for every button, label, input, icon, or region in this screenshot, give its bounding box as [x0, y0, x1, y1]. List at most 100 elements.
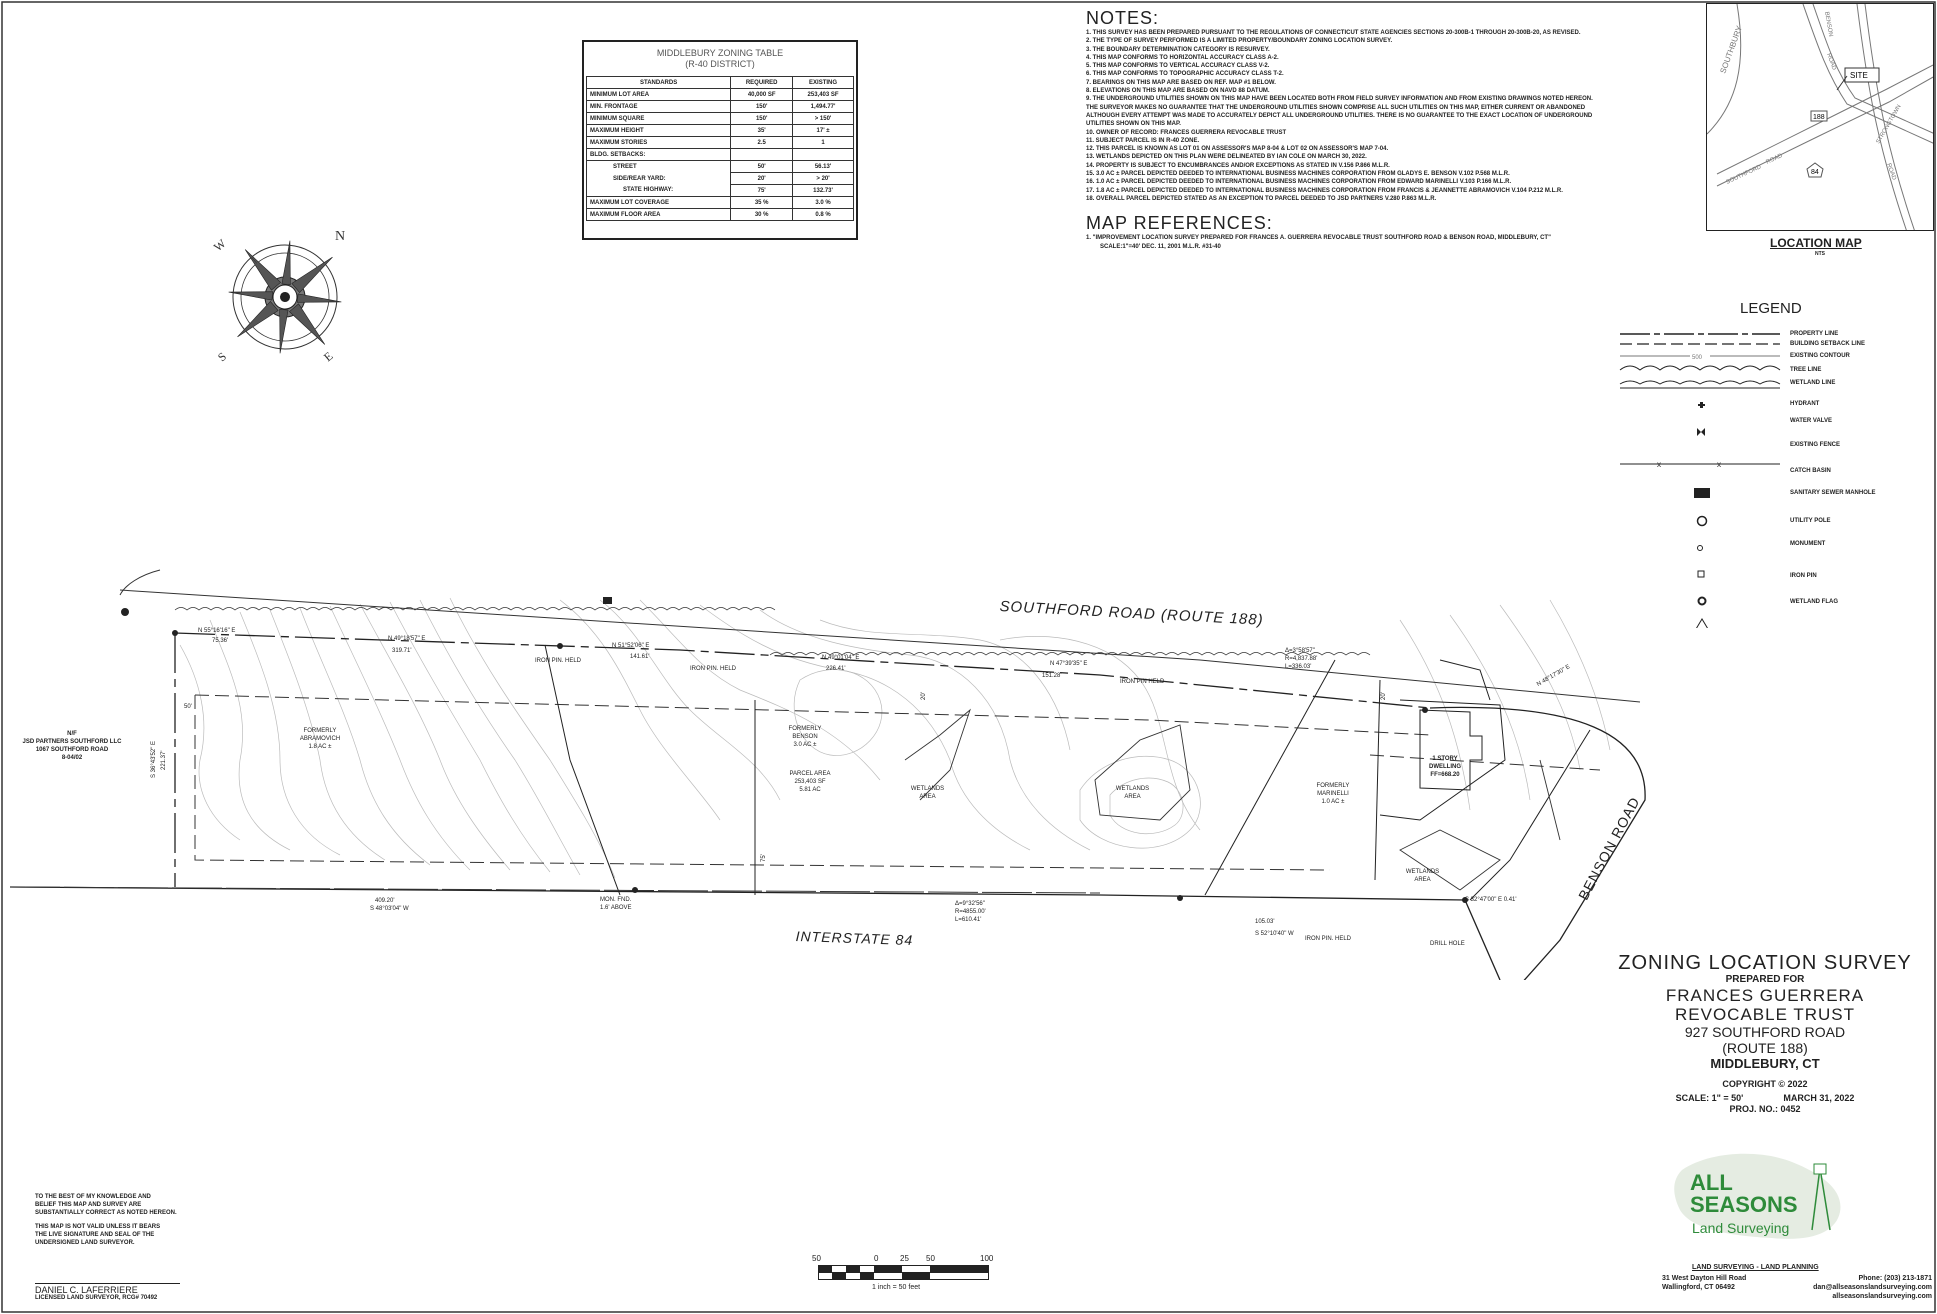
location-map-label: SITE — [1850, 71, 1868, 80]
abutter-line: 1067 SOUTHFORD ROAD — [35, 747, 109, 753]
curve-line: Δ=3°58'57" — [1285, 648, 1315, 654]
scale-text: SCALE: 1" = 50' — [1675, 1093, 1744, 1103]
notes-block: NOTES: 1. THIS SURVEY HAS BEEN PREPARED … — [1086, 8, 1686, 251]
note-item: 16. 1.0 AC ± PARCEL DEPICTED DEEDED TO I… — [1086, 179, 1512, 186]
curve-line: R=4855.00' — [955, 909, 986, 915]
parcel-divisions — [544, 644, 1591, 901]
zoning-cell: 0.8 % — [792, 208, 854, 221]
legend-item: EXISTING FENCE — [1790, 442, 1841, 448]
survey-plan — [9, 569, 1646, 980]
zoning-table: MIDDLEBURY ZONING TABLE (R-40 DISTRICT) … — [582, 40, 858, 240]
parcel-line: FORMERLY — [303, 728, 337, 734]
contact-web[interactable]: allseasonslandsurveying.com — [1832, 1293, 1932, 1300]
note-item: 9. THE UNDERGROUND UTILITIES SHOWN ON TH… — [1086, 96, 1593, 103]
notes-list: 1. THIS SURVEY HAS BEEN PREPARED PURSUAN… — [1086, 29, 1686, 203]
compass-e: E — [321, 349, 336, 364]
dwelling-line: FF=668.20 — [1430, 772, 1460, 778]
parcel-line: BENSON — [792, 734, 818, 740]
bearing-label: S 52°10'40" W — [1255, 931, 1294, 937]
legend-item: WETLAND LINE — [1790, 380, 1836, 386]
parcel-line: 1.8 AC ± — [308, 744, 332, 750]
note-item: 18. OVERALL PARCEL DEPICTED STATED AS AN… — [1086, 195, 1437, 202]
scale-tick: 50 — [812, 1254, 821, 1263]
note-item: ALTHOUGH EVERY ATTEMPT WAS MADE TO ACCUR… — [1086, 112, 1593, 119]
logo-word-seasons: SEASONS — [1690, 1192, 1798, 1217]
iron-pin-label: IRON PIN. HELD — [535, 658, 582, 664]
bearing-label: S 36°43'52" E — [151, 740, 157, 778]
location-map-graphic: SITE 188 84 SOUTHBURY BENSON ROAD SOUTHF… — [1707, 4, 1933, 230]
legend-item: CATCH BASIN — [1790, 468, 1831, 474]
note-item: 1. THIS SURVEY HAS BEEN PREPARED PURSUAN… — [1086, 30, 1581, 36]
table-row: BLDG. SETBACKS: — [585, 148, 854, 161]
contact-phone: Phone: (203) 213-1871 — [1858, 1275, 1932, 1282]
setback-label: 20' — [1381, 692, 1387, 700]
table-row: SIDE/REAR YARD:20'> 20' — [585, 172, 854, 185]
property-lines — [9, 569, 1646, 980]
table-row: STATE HIGHWAY:75'132.73' — [585, 184, 854, 197]
zoning-cell: > 150' — [792, 112, 854, 125]
distance-label: 151.28' — [1042, 673, 1062, 679]
drill-hole-label: DRILL HOLE — [1430, 941, 1465, 947]
distance-label: 105.03' — [1255, 919, 1275, 925]
curve-line: R=4,837.88' — [1285, 656, 1318, 662]
cert-line: THIS MAP IS NOT VALID UNLESS IT BEARS — [35, 1224, 161, 1230]
legend-item: WETLAND FLAG — [1790, 599, 1838, 605]
note-item: 6. THIS MAP CONFORMS TO TOPOGRAPHIC ACCU… — [1086, 71, 1284, 78]
contour-lines — [179, 597, 1611, 879]
location-map-label: 188 — [1813, 114, 1825, 121]
note-item: 5. THIS MAP CONFORMS TO VERTICAL ACCURAC… — [1086, 63, 1270, 70]
map-reference-item: SCALE:1"=40' DEC. 11, 2001 M.L.R. #31-40 — [1100, 243, 1221, 250]
location-map-label: ROAD — [1885, 163, 1897, 182]
contact-block: LAND SURVEYING - LAND PLANNING 31 West D… — [1662, 1264, 1932, 1301]
parcel-line: FORMERLY — [1316, 783, 1350, 789]
abutter-line: 8-04/02 — [61, 755, 83, 761]
parcel-line: MARINELLI — [1317, 791, 1349, 797]
curve-label: Δ=9°32'56"R=4855.00'L=610.41' — [955, 900, 986, 924]
iron-pins — [121, 597, 1468, 903]
wetland-area-label: WETLANDS AREA — [1405, 869, 1440, 883]
zoning-cell: 30 % — [730, 208, 794, 221]
compass-n: N — [335, 229, 345, 244]
zoning-cell: 1 — [792, 136, 854, 149]
surveyor-name: DANIEL C. LAFERRIERE — [35, 1285, 138, 1295]
note-item: 14. PROPERTY IS SUBJECT TO ENCUMBRANCES … — [1086, 162, 1390, 169]
zoning-cell: 50' — [730, 160, 794, 173]
iron-pin-label: IRON PIN HELD — [1120, 679, 1165, 685]
curve-label: Δ=3°58'57"R=4,837.88'L=336.03' — [1285, 647, 1317, 671]
zoning-cell: MINIMUM SQUARE — [585, 112, 732, 125]
location-map-label: STRONGTOWN — [1876, 104, 1903, 145]
note-item: THE SURVEYOR MAKES NO GUARANTEE THAT THE… — [1086, 104, 1586, 111]
cert-line: TO THE BEST OF MY KNOWLEDGE AND — [35, 1194, 151, 1200]
zoning-cell — [792, 148, 854, 161]
certification-block: TO THE BEST OF MY KNOWLEDGE AND BELIEF T… — [35, 1193, 225, 1247]
scale-caption: 1 inch = 50 feet — [872, 1284, 921, 1291]
note-item: 8. ELEVATIONS ON THIS MAP ARE BASED ON N… — [1086, 88, 1270, 95]
zoning-cell: 3.0 % — [792, 196, 854, 209]
iron-pin-label: IRON PIN. HELD — [690, 666, 737, 672]
contact-email[interactable]: dan@allseasonslandsurveying.com — [1813, 1284, 1932, 1291]
bearing-label: N 55°16'16" E — [198, 628, 236, 634]
location-map-subtitle: NTS — [1815, 251, 1825, 257]
scale-tick: 0 — [874, 1254, 879, 1263]
wetland-area-label: WETLANDS AREA — [1115, 786, 1150, 800]
zoning-cell: MINIMUM LOT AREA — [585, 88, 732, 101]
zoning-cell: 150' — [730, 112, 794, 125]
surveyor-signature-block: DANIEL C. LAFERRIERE LICENSED LAND SURVE… — [35, 1283, 180, 1301]
notes-heading: NOTES: — [1086, 8, 1160, 28]
map-references-heading: MAP REFERENCES: — [1086, 213, 1273, 234]
distance-label: 75.36' — [212, 638, 229, 644]
location-map-label: ROAD — [1765, 153, 1784, 166]
logo-graphic — [1674, 1153, 1841, 1239]
project-number: PROJ. NO.: 0452 — [1729, 1104, 1801, 1114]
legend-item: BUILDING SETBACK LINE — [1790, 341, 1865, 347]
distance-label: 226.41' — [826, 666, 846, 672]
zoning-cell: 56.13' — [792, 160, 854, 173]
zoning-cell: 35 % — [730, 196, 794, 209]
